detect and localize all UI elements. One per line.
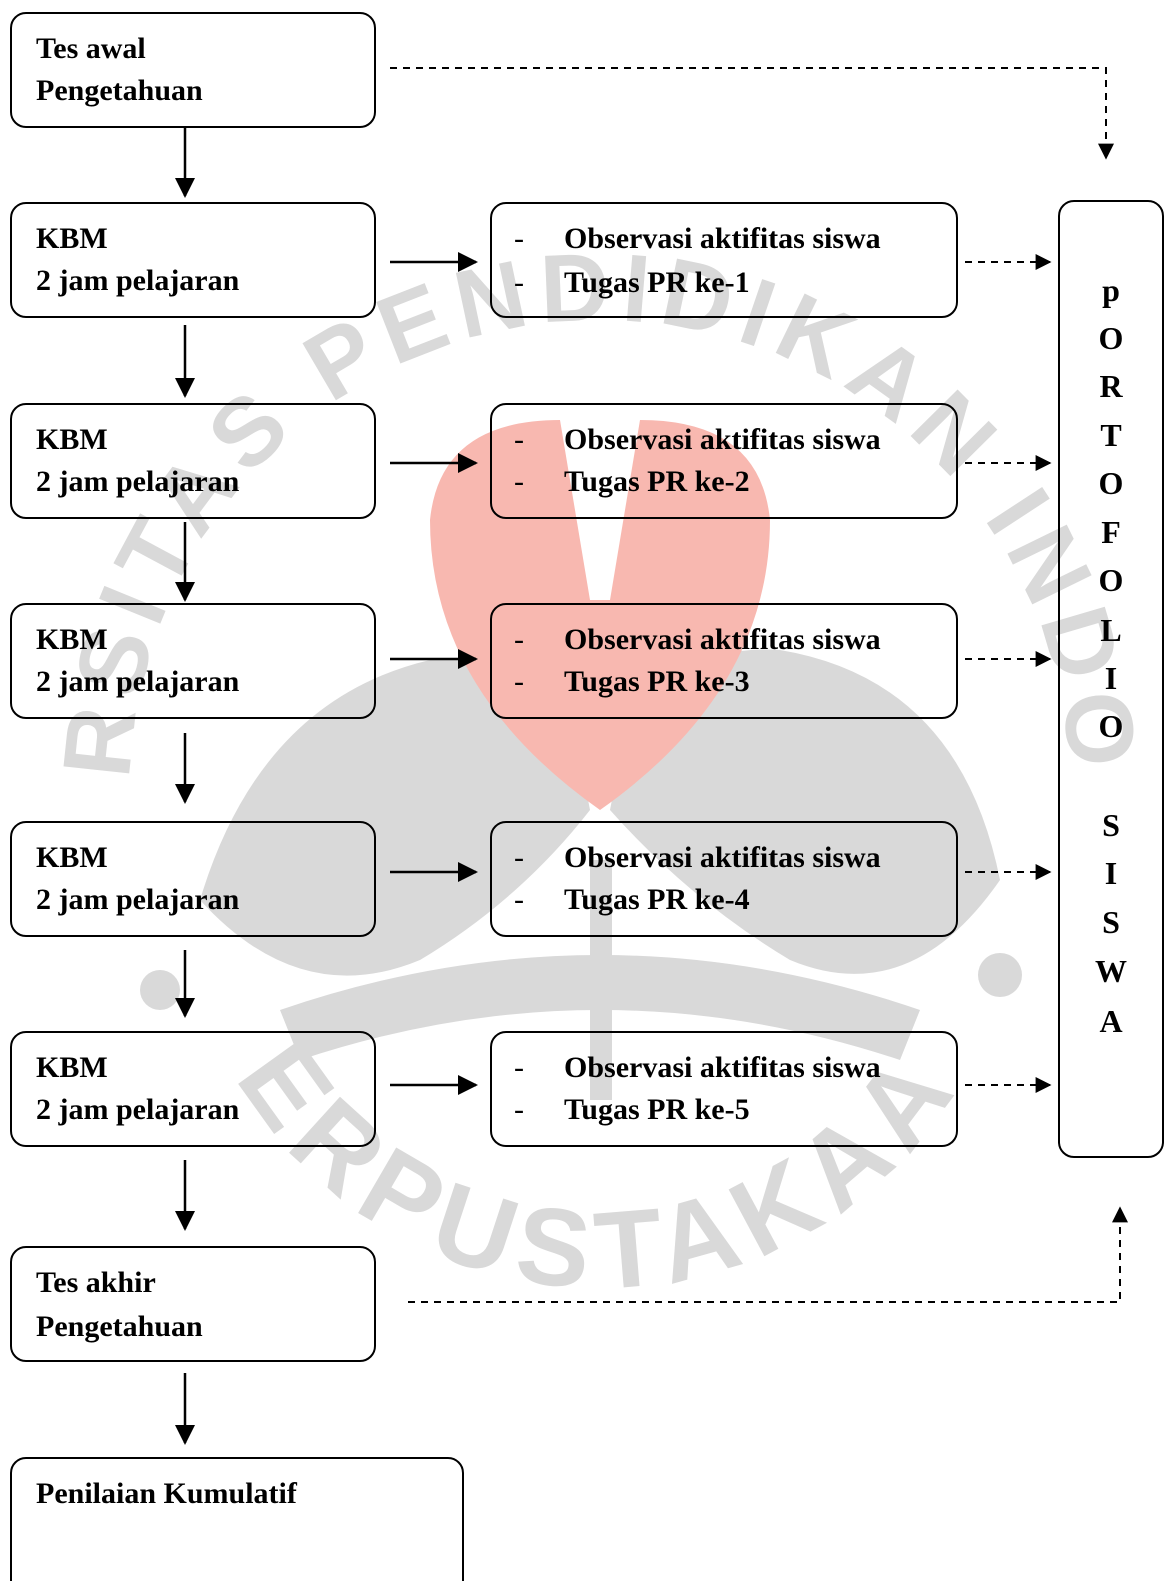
kbm-box-duration: 2 jam pelajaran: [36, 883, 240, 916]
homework-label: Tugas PR ke-5: [564, 1093, 750, 1126]
end-test-box: Tes akhir Pengetahuan: [10, 1246, 376, 1362]
end-test-line1: Tes akhir: [36, 1266, 156, 1299]
activity-box-5: - Observasi aktifitas siswa - Tugas PR ke-…: [490, 1031, 958, 1147]
start-test-box: Tes awal Pengetahuan: [10, 12, 376, 128]
activity-item-homework: - Tugas PR ke-4: [514, 879, 750, 921]
activity-item-observation: - Observasi aktifitas siswa: [514, 419, 881, 461]
observation-label: Observasi aktifitas siswa: [564, 222, 881, 255]
bullet-dash: -: [514, 423, 524, 456]
watermark-leaf-right: [610, 649, 1000, 974]
start-test-line1: Tes awal: [36, 32, 146, 65]
homework-label: Tugas PR ke-1: [564, 266, 750, 299]
portfolio-box: p O R T O F O L I O S I S W A: [1058, 200, 1164, 1158]
activity-item-observation: - Observasi aktifitas siswa: [514, 837, 881, 879]
activity-item-homework: - Tugas PR ke-2: [514, 461, 750, 503]
kbm-box-1: KBM 2 jam pelajaran: [10, 202, 376, 318]
portfolio-letter: O: [1098, 708, 1124, 744]
watermark-dot-right: [978, 953, 1022, 997]
activity-item-observation: - Observasi aktifitas siswa: [514, 1047, 881, 1089]
portfolio-letter: R: [1099, 368, 1123, 404]
portfolio-letter: O: [1098, 465, 1124, 501]
observation-label: Observasi aktifitas siswa: [564, 841, 881, 874]
bullet-dash: -: [514, 465, 524, 498]
kbm-box-duration: 2 jam pelajaran: [36, 465, 240, 498]
portfolio-letter: L: [1100, 612, 1122, 648]
portfolio-letter: S: [1102, 904, 1120, 940]
portfolio-letter: I: [1104, 855, 1118, 891]
kbm-box-title: KBM: [36, 623, 108, 656]
kbm-box-5: KBM 2 jam pelajaran: [10, 1031, 376, 1147]
cumulative-assessment-label: Penilaian Kumulatif: [36, 1477, 297, 1510]
portfolio-letter: O: [1098, 320, 1124, 356]
activity-box-3: - Observasi aktifitas siswa - Tugas PR ke-…: [490, 603, 958, 719]
kbm-box-title: KBM: [36, 841, 108, 874]
bullet-dash: -: [514, 1093, 524, 1126]
activity-box-2: - Observasi aktifitas siswa - Tugas PR ke-…: [490, 403, 958, 519]
activity-item-homework: - Tugas PR ke-5: [514, 1089, 750, 1131]
activity-item-homework: - Tugas PR ke-1: [514, 262, 750, 304]
end-test-line2: Pengetahuan: [36, 1310, 203, 1343]
bullet-dash: -: [514, 883, 524, 916]
homework-label: Tugas PR ke-3: [564, 665, 750, 698]
kbm-box-title: KBM: [36, 423, 108, 456]
portfolio-letter: A: [1099, 1003, 1123, 1039]
bullet-dash: -: [514, 841, 524, 874]
watermark-dot-left: [140, 970, 180, 1010]
portfolio-letter: W: [1095, 953, 1127, 989]
start-test-line2: Pengetahuan: [36, 74, 203, 107]
activity-box-4: - Observasi aktifitas siswa - Tugas PR ke-…: [490, 821, 958, 937]
bullet-dash: -: [514, 1051, 524, 1084]
cumulative-assessment-box: Penilaian Kumulatif: [10, 1457, 464, 1581]
kbm-box-3: KBM 2 jam pelajaran: [10, 603, 376, 719]
homework-label: Tugas PR ke-2: [564, 465, 750, 498]
watermark-stem: [590, 860, 612, 1100]
arrow-end-to-portfolio: [408, 1206, 1128, 1303]
bullet-dash: -: [514, 665, 524, 698]
portfolio-letter: T: [1100, 417, 1122, 453]
kbm-box-2: KBM 2 jam pelajaran: [10, 403, 376, 519]
observation-label: Observasi aktifitas siswa: [564, 1051, 881, 1084]
activity-box-1: - Observasi aktifitas siswa - Tugas PR ke-…: [490, 202, 958, 318]
portfolio-letter: F: [1101, 514, 1121, 550]
watermark-leaf-left: [200, 657, 590, 976]
observation-label: Observasi aktifitas siswa: [564, 623, 881, 656]
arrow-start-to-portfolio: [390, 67, 1114, 160]
observation-label: Observasi aktifitas siswa: [564, 423, 881, 456]
bullet-dash: -: [514, 266, 524, 299]
portfolio-letter: S: [1102, 807, 1120, 843]
kbm-box-duration: 2 jam pelajaran: [36, 1093, 240, 1126]
kbm-box-title: KBM: [36, 1051, 108, 1084]
portfolio-letter: O: [1098, 562, 1124, 598]
kbm-box-duration: 2 jam pelajaran: [36, 264, 240, 297]
portfolio-letter: I: [1104, 660, 1118, 696]
homework-label: Tugas PR ke-4: [564, 883, 750, 916]
bullet-dash: -: [514, 623, 524, 656]
activity-item-observation: - Observasi aktifitas siswa: [514, 218, 881, 260]
portfolio-letter: p: [1102, 272, 1120, 308]
kbm-box-title: KBM: [36, 222, 108, 255]
activity-item-homework: - Tugas PR ke-3: [514, 661, 750, 703]
kbm-box-duration: 2 jam pelajaran: [36, 665, 240, 698]
activity-item-observation: - Observasi aktifitas siswa: [514, 619, 881, 661]
kbm-box-4: KBM 2 jam pelajaran: [10, 821, 376, 937]
bullet-dash: -: [514, 222, 524, 255]
